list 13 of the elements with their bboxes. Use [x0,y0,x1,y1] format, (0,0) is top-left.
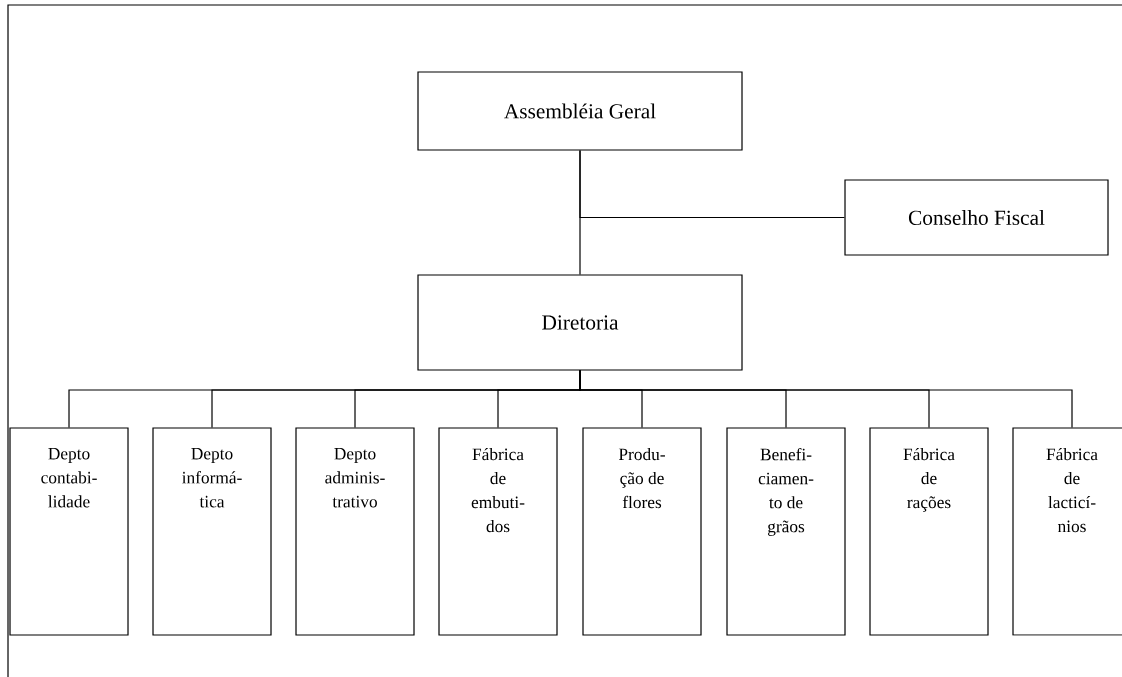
org-box: Fábrica de embuti- dos [438,427,558,636]
org-box: Diretoria [417,274,743,371]
connector-line [579,370,1073,428]
org-box: Depto contabi- lidade [9,427,129,636]
org-box: Benefi- ciamen- to de grãos [726,427,846,636]
org-box: Conselho Fiscal [844,179,1109,256]
org-box: Produ- ção de flores [582,427,702,636]
connector-line [579,150,845,219]
org-box: Fábrica de lacticí- nios [1012,427,1122,636]
org-box: Depto informá- tica [152,427,272,636]
org-box: Depto adminis- trativo [295,427,415,636]
org-box: Fábrica de rações [869,427,989,636]
org-box: Assembléia Geral [417,71,743,151]
